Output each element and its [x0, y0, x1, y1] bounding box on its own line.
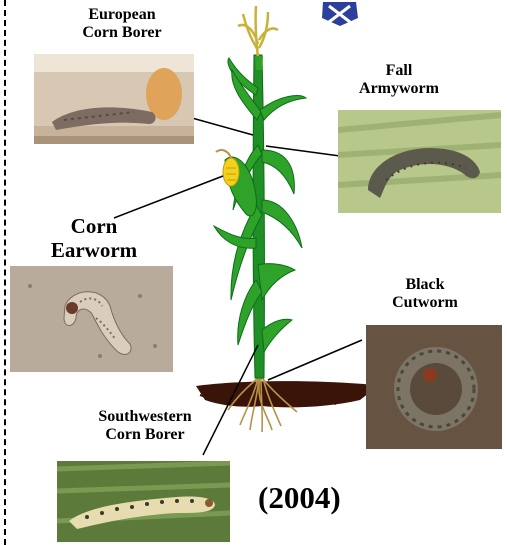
label-corn-earworm: Corn Earworm	[34, 214, 154, 262]
label-black-cutworm: Black Cutworm	[365, 276, 485, 313]
shield-logo-icon	[322, 2, 358, 26]
label-european-corn-borer: European Corn Borer	[58, 6, 186, 43]
photo-black-cutworm	[366, 325, 502, 449]
label-fall-armyworm: Fall Armyworm	[337, 62, 461, 99]
photo-southwestern-corn-borer	[57, 461, 230, 542]
year-label: (2004)	[258, 480, 341, 516]
photo-fall-armyworm	[338, 110, 501, 213]
photo-corn-earworm	[10, 266, 173, 372]
label-southwestern-corn-borer: Southwestern Corn Borer	[70, 408, 220, 445]
tassel	[238, 6, 278, 58]
photo-european-corn-borer	[34, 54, 194, 144]
